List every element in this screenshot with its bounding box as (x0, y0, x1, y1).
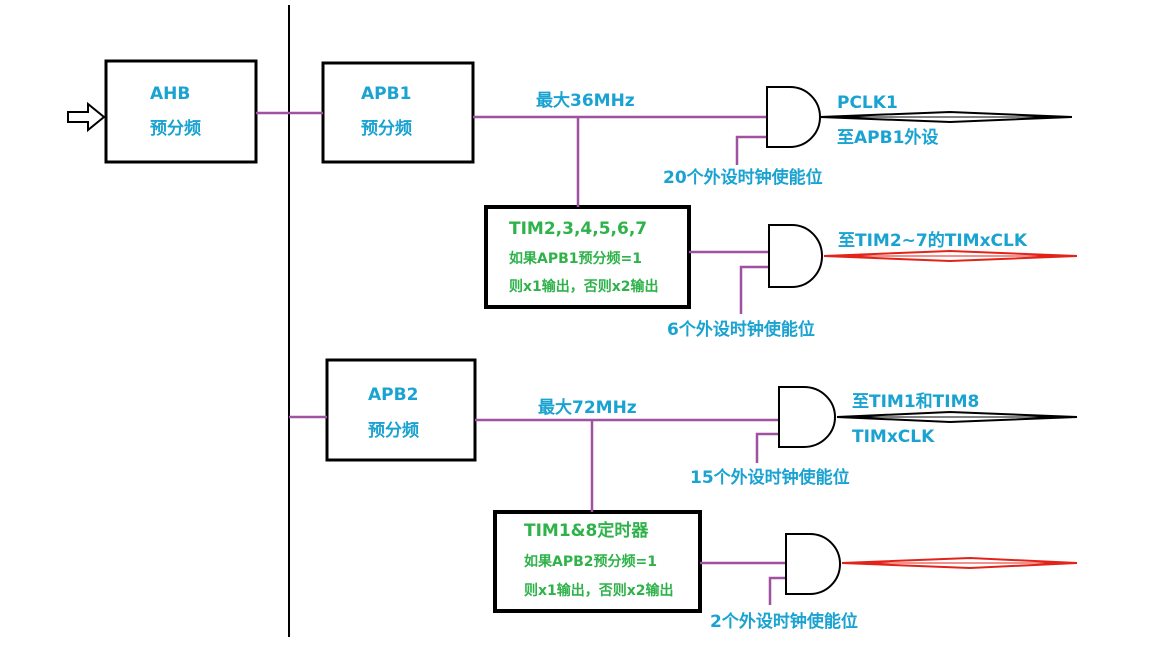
ahb-label: AHB (150, 84, 190, 104)
and-gate-2-icon (768, 224, 823, 288)
tim1-8-title: TIM1&8定时器 (524, 520, 649, 541)
pclk1-label: PCLK1 (837, 93, 898, 113)
tim2-7-box (484, 205, 691, 309)
timxclk-label: TIMxCLK (852, 427, 935, 447)
enable-6-label: 6个外设时钟使能位 (667, 319, 815, 340)
and-gate-3-icon (778, 386, 836, 448)
input-arrow-icon (67, 101, 106, 133)
ahb-prescaler-label: 预分频 (150, 118, 201, 139)
to-tim2-7-label: 至TIM2~7的TIMxCLK (838, 230, 1028, 251)
tim1-8-multiplier: 则x1输出，否则x2输出 (524, 582, 674, 599)
apb2-prescaler-box (325, 358, 477, 462)
output-pclk1 (819, 110, 1073, 124)
wires (256, 111, 786, 605)
tim2-7-condition: 如果APB1预分频=1 (509, 250, 642, 267)
apb2-max-freq-label: 最大72MHz (538, 397, 637, 418)
tim1-8-box (493, 510, 702, 613)
tim1-8-condition: 如果APB2预分频=1 (524, 553, 657, 570)
to-tim1-8-label: 至TIM1和TIM8 (852, 392, 979, 412)
tim2-7-title: TIM2,3,4,5,6,7 (509, 219, 647, 239)
apb2-label: APB2 (368, 385, 418, 405)
apb1-prescaler-box (321, 61, 475, 164)
and-gate-1-icon (766, 86, 821, 148)
apb1-label: APB1 (361, 84, 411, 104)
enable-2-label: 2个外设时钟使能位 (710, 611, 858, 632)
output-tim1-8 (836, 410, 1078, 424)
and-gate-4-icon (785, 533, 841, 595)
apb2-prescaler-label: 预分频 (368, 420, 419, 441)
enable-15-label: 15个外设时钟使能位 (690, 467, 850, 488)
ahb-prescaler-box (104, 59, 258, 164)
output-tim2-7 (823, 249, 1078, 263)
apb1-max-freq-label: 最大36MHz (536, 90, 635, 111)
apb1-prescaler-label: 预分频 (361, 118, 412, 139)
enable-20-label: 20个外设时钟使能位 (663, 167, 823, 188)
output-tim1-8-red (841, 556, 1078, 570)
tim2-7-multiplier: 则x1输出，否则x2输出 (509, 278, 659, 295)
to-apb1-periph-label: 至APB1外设 (837, 127, 938, 148)
